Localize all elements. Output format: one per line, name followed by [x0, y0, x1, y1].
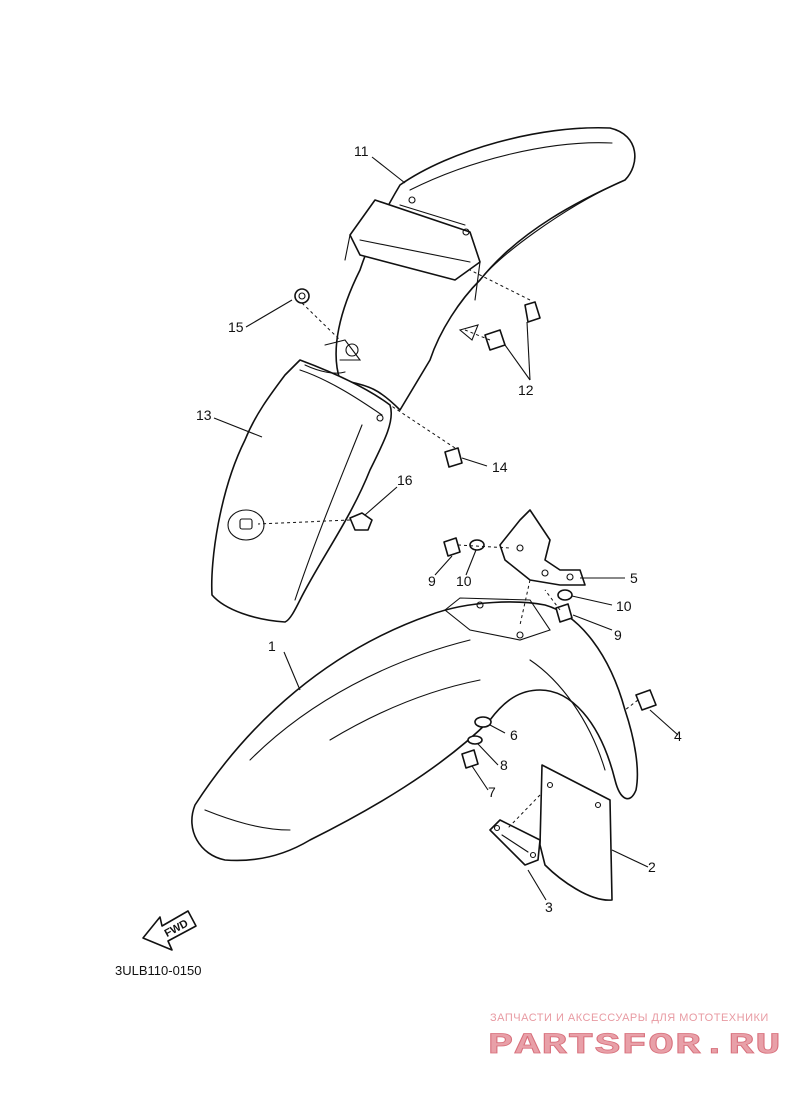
part-12-bolt-a	[484, 329, 506, 351]
callout-11: 11	[354, 143, 369, 159]
part-5-bracket	[499, 509, 586, 586]
callout-10-upper: 10	[456, 573, 472, 589]
part-14-bolt	[444, 447, 463, 468]
watermark-tagline: ЗАПЧАСТИ И АКСЕССУАРЫ ДЛЯ МОТОТЕХНИКИ	[490, 1012, 769, 1024]
callout-5: 5	[630, 570, 638, 586]
part-10-washer-right	[557, 589, 573, 601]
watermark-brand: PARTSFOR.RU	[488, 1029, 782, 1063]
part-1-front-fender	[191, 597, 639, 862]
leader-lines	[213, 156, 679, 901]
part-9-bolt-upper	[443, 537, 461, 557]
callout-1: 1	[268, 638, 276, 654]
assembly-lines	[257, 269, 639, 829]
callout-2: 2	[648, 859, 656, 875]
callout-16: 16	[397, 472, 413, 488]
part-16-bolt	[349, 512, 373, 531]
part-8-washer	[467, 735, 483, 745]
diagram-code: 3ULB110-0150	[115, 963, 202, 978]
callout-3: 3	[545, 899, 553, 915]
part-11-inner-fender	[324, 126, 636, 411]
callout-14: 14	[492, 459, 508, 475]
callout-15: 15	[228, 319, 244, 335]
callout-8: 8	[500, 757, 508, 773]
part-7-bolt	[461, 749, 479, 769]
callout-9-upper: 9	[428, 573, 436, 589]
part-10-washer-upper	[469, 539, 485, 551]
fwd-arrow-icon: FWD	[142, 910, 197, 951]
fasteners	[294, 288, 657, 769]
part-13-side-cover	[210, 359, 393, 623]
callout-10-right: 10	[616, 598, 632, 614]
part-9-bolt-right	[555, 603, 573, 623]
callout-6: 6	[510, 727, 518, 743]
watermark: ЗАПЧАСТИ И АКСЕССУАРЫ ДЛЯ МОТОТЕХНИКИ PA…	[488, 1012, 782, 1063]
part-3-plate-bracket	[489, 819, 541, 866]
part-15-nut	[294, 288, 310, 304]
callout-7: 7	[488, 784, 496, 800]
callout-13: 13	[196, 407, 212, 423]
callout-labels: 11 15 12 13 14 16 9 10 5 10 9 1 4 6 8 7 …	[196, 143, 682, 915]
part-2-number-plate	[539, 764, 613, 901]
part-6-washer	[474, 716, 492, 728]
part-12-bolt-b	[524, 301, 541, 323]
callout-9-right: 9	[614, 627, 622, 643]
callout-4: 4	[674, 728, 682, 744]
callout-12: 12	[518, 382, 534, 398]
part-4-bolt	[635, 689, 657, 711]
